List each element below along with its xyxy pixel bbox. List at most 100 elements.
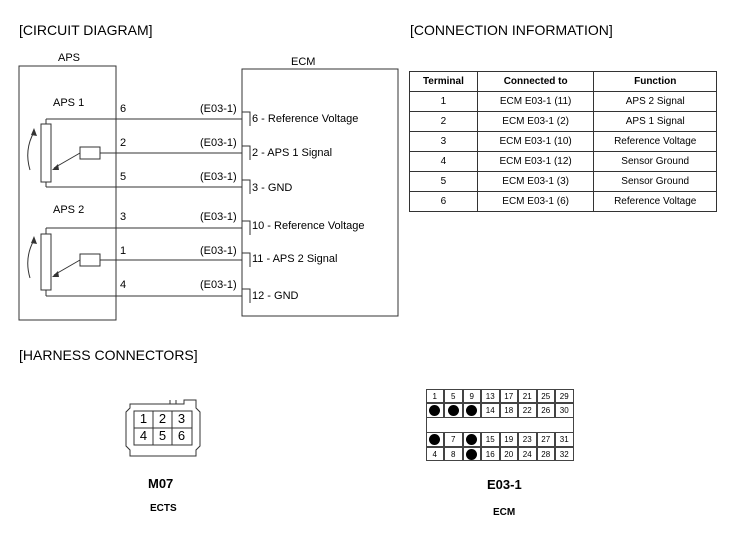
m07-pin: 4: [139, 428, 148, 443]
wire-pin-label: 3: [120, 211, 127, 223]
circuit-diagram: [18, 65, 399, 321]
wire-pin-label: 6: [120, 103, 127, 115]
e031-pin: [444, 418, 463, 433]
e031-pin: [555, 417, 574, 432]
wire-pin-label: 1: [120, 245, 127, 257]
e031-pin: 23: [518, 432, 537, 447]
wire-connector-label: (E03-1): [200, 245, 237, 257]
circuit-diagram-title: [CIRCUIT DIAGRAM]: [19, 22, 153, 38]
header-connected-to: Connected to: [476, 71, 595, 92]
ecm-label: ECM: [291, 56, 316, 68]
ecm-pin-label: 10 - Reference Voltage: [252, 220, 365, 232]
e031-pin: 26: [536, 403, 555, 418]
connected-to-cell: ECM E03-1 (3): [476, 171, 595, 192]
e031-pin: 29: [555, 388, 574, 403]
wire-connector-label: (E03-1): [200, 137, 237, 149]
aps-label: APS: [58, 52, 81, 64]
wire-connector-label: (E03-1): [200, 279, 237, 291]
function-cell: Reference Voltage: [593, 191, 717, 212]
table-row: 2 ECM E03-1 (2) APS 1 Signal: [409, 111, 717, 132]
e031-pin-plug: [462, 432, 481, 447]
e031-pin-plug: [444, 403, 463, 418]
e031-pin: 31: [555, 432, 574, 447]
connected-to-cell: ECM E03-1 (10): [476, 131, 595, 152]
wire-pin-label: 5: [120, 171, 127, 183]
header-terminal: Terminal: [409, 71, 478, 92]
wire-pin-label: 4: [120, 279, 127, 291]
ecm-pin-label: 11 - APS 2 Signal: [252, 253, 338, 265]
aps-box: [18, 65, 117, 321]
e031-pin: 20: [499, 446, 518, 461]
connected-to-cell: ECM E03-1 (12): [476, 151, 595, 172]
m07-pin: 3: [177, 411, 186, 426]
m07-pin: 5: [158, 428, 167, 443]
m07-component-name: ECTS: [150, 503, 177, 514]
aps1-label: APS 1: [53, 97, 85, 109]
m07-pin: 2: [158, 411, 167, 426]
e031-pin: 1: [425, 388, 444, 403]
m07-connector-shape: [125, 399, 201, 457]
terminal-cell: 1: [409, 91, 478, 112]
terminal-cell: 4: [409, 151, 478, 172]
wire-connector-label: (E03-1): [200, 211, 237, 223]
e031-pin: 19: [499, 432, 518, 447]
e031-pin: 14: [481, 403, 500, 418]
e031-pin: 8: [444, 446, 463, 461]
e031-pin: [425, 417, 445, 432]
aps2-resistor: [40, 233, 52, 291]
e031-pin: 5: [444, 388, 463, 403]
m07-pin: 1: [139, 411, 148, 426]
e031-pin: 27: [536, 432, 555, 447]
wire-connector-label: (E03-1): [200, 103, 237, 115]
table-row: 1 ECM E03-1 (11) APS 2 Signal: [409, 91, 717, 112]
e031-pin-plug: [425, 403, 444, 418]
e031-pin: 22: [518, 403, 537, 418]
function-cell: Reference Voltage: [593, 131, 717, 152]
function-cell: Sensor Ground: [593, 171, 717, 192]
e031-pin: 9: [462, 388, 481, 403]
e031-pin: 15: [481, 432, 500, 447]
e031-pin-plug: [462, 403, 481, 418]
table-row: 3 ECM E03-1 (10) Reference Voltage: [409, 131, 717, 152]
terminal-cell: 2: [409, 111, 478, 132]
table-header-row: Terminal Connected to Function: [409, 71, 717, 92]
wire-connector-label: (E03-1): [200, 171, 237, 183]
e031-pin: 21: [518, 388, 537, 403]
connection-table: Terminal Connected to Function 1 ECM E03…: [409, 71, 717, 212]
function-cell: Sensor Ground: [593, 151, 717, 172]
connected-to-cell: ECM E03-1 (2): [476, 111, 595, 132]
terminal-cell: 5: [409, 171, 478, 192]
e031-pin: [463, 418, 482, 433]
e031-pin: 16: [481, 446, 500, 461]
connected-to-cell: ECM E03-1 (6): [476, 191, 595, 212]
header-function: Function: [593, 71, 717, 92]
table-row: 5 ECM E03-1 (3) Sensor Ground: [409, 171, 717, 192]
table-row: 6 ECM E03-1 (6) Reference Voltage: [409, 191, 717, 212]
terminal-cell: 3: [409, 131, 478, 152]
terminal-cell: 6: [409, 191, 478, 212]
function-cell: APS 1 Signal: [593, 111, 717, 132]
ecm-box: [241, 68, 399, 317]
e031-pin-plug: [425, 432, 444, 447]
table-row: 4 ECM E03-1 (12) Sensor Ground: [409, 151, 717, 172]
e031-pin: [518, 418, 537, 433]
function-cell: APS 2 Signal: [593, 91, 717, 112]
e031-pin: [500, 418, 519, 433]
aps1-wiper-block: [79, 146, 101, 160]
aps1-resistor: [40, 123, 52, 183]
ecm-pin-label: 2 - APS 1 Signal: [252, 147, 333, 159]
e031-pin: 25: [536, 388, 555, 403]
m07-pin: 6: [177, 428, 186, 443]
m07-pin-grid: 1 2 3 4 5 6: [134, 411, 192, 445]
ecm-pin-label: 6 - Reference Voltage: [252, 113, 359, 125]
e031-connector-id: E03-1: [487, 477, 522, 492]
m07-connector-id: M07: [148, 476, 174, 491]
e031-pin: [537, 418, 556, 433]
e031-pin: 4: [425, 446, 444, 461]
ecm-pin-label: 12 - GND: [252, 290, 299, 302]
e031-pin: 32: [555, 446, 574, 461]
e031-pin: 18: [499, 403, 518, 418]
connected-to-cell: ECM E03-1 (11): [476, 91, 595, 112]
e031-pin: 24: [518, 446, 537, 461]
e031-pin: 13: [481, 388, 500, 403]
